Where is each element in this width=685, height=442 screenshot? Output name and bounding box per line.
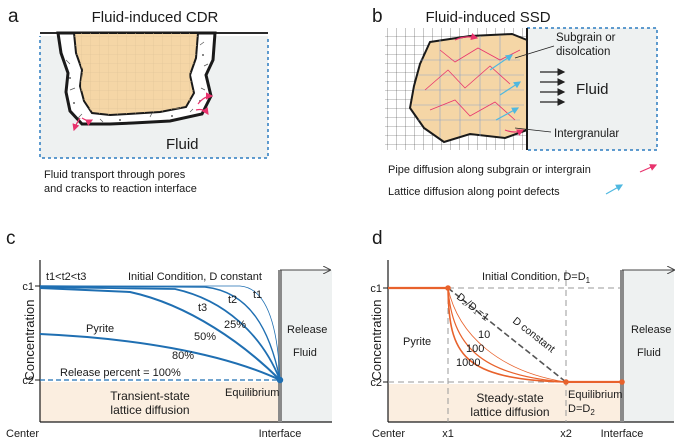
panel-b-letter: b (372, 6, 383, 27)
c-release: Release (287, 324, 327, 336)
c-release-percent: Release percent = 100% (60, 367, 181, 379)
pyrite-grid-a (74, 33, 198, 115)
d-steady-2: lattice diffusion (470, 405, 549, 419)
panel-b-fluid-label: Fluid (576, 81, 609, 98)
d-profile-1000 (447, 287, 567, 383)
legend-pipe-arrow (639, 164, 658, 173)
d-label-c2: c2 (370, 377, 382, 389)
c-label-c2: c2 (22, 375, 34, 387)
subgrain-leader (514, 45, 555, 59)
d-r1000: 1000 (456, 357, 480, 369)
lattice-arrows-b (489, 54, 522, 121)
c-p25: 25% (224, 319, 246, 331)
c-t3: t3 (198, 302, 207, 314)
legend-pipe-text: Pipe diffusion along subgrain or intergr… (388, 164, 591, 176)
c-profile-t2 (39, 285, 281, 381)
d-initial-condition: Initial Condition, D=D1 (482, 271, 591, 285)
c-profile-t1 (40, 285, 281, 381)
legend-lattice-text: Lattice diffusion along point defects (388, 186, 560, 198)
c-profile-t3 (39, 286, 281, 381)
d-x-center: Center (372, 428, 405, 440)
c-p50: 50% (194, 331, 216, 343)
subgrain-label-1: Subgrain or (556, 32, 616, 44)
panel-b-title: Fluid-induced SSD (425, 9, 550, 26)
d-r100: 100 (466, 343, 484, 355)
c-mineral: Pyrite (86, 323, 114, 335)
fluid-box-b (526, 27, 658, 151)
c-equilibrium: Equilibrium (225, 387, 279, 399)
panel-d-letter: d (372, 228, 383, 249)
c-p80: 80% (172, 350, 194, 362)
panel-a-caption-2: and cracks to reaction interface (44, 183, 197, 195)
d-point-x1 (445, 285, 451, 291)
pipe-arrows-b (454, 33, 525, 136)
d-constant-label: D constant (510, 315, 557, 355)
d-profile-100 (447, 287, 567, 383)
d-fluid: Fluid (637, 347, 661, 359)
rim-cracks (65, 41, 209, 123)
d-label-c1: c1 (370, 283, 382, 295)
d-r10: 10 (478, 329, 490, 341)
d-mineral: Pyrite (403, 336, 431, 348)
d-x2: x2 (560, 428, 572, 440)
flux-arrows-b (540, 68, 566, 106)
c-profile-80 (39, 333, 281, 381)
c-ylabel: Concentration (22, 300, 37, 381)
subgrain-label-2: disolcation (556, 46, 610, 58)
c-x-interface: Interface (259, 428, 302, 440)
c-t1: t1 (253, 289, 262, 301)
panel-a: a Fluid-induced CDR Fluid Fluid transpor… (8, 6, 270, 195)
c-transient-2: lattice diffusion (110, 403, 189, 417)
intergranular-label: Intergranular (554, 128, 619, 140)
d-x1: x1 (442, 428, 454, 440)
pyrite-grain-b (408, 32, 528, 144)
steady-zone (388, 384, 622, 422)
d-x-interface: Interface (601, 428, 644, 440)
panel-a-title: Fluid-induced CDR (92, 9, 219, 26)
d-equilibrium-d: D=D2 (568, 403, 595, 417)
d-point-x2 (563, 379, 569, 385)
panel-d: d c1 c2 Concentration Initial Condition,… (369, 228, 674, 440)
panel-b: b Fluid-induced SSD (372, 6, 658, 198)
panel-c-letter: c (6, 228, 16, 249)
panel-a-letter: a (8, 6, 19, 27)
pipe-diffusion-arrows-a (72, 92, 214, 132)
release-fluid-zone-c (282, 270, 332, 422)
d-steady-1: Steady-state (476, 391, 544, 405)
d-profile-10 (447, 287, 567, 383)
legend-lattice-arrow (605, 184, 624, 195)
c-fluid: Fluid (293, 347, 317, 359)
lattice-lines-b (413, 36, 524, 138)
d-release: Release (631, 324, 671, 336)
c-transient-1: Transient-state (110, 389, 190, 403)
d-ylabel: Concentration (369, 300, 384, 381)
panel-a-fluid-label: Fluid (166, 136, 199, 153)
d-profiles (388, 286, 622, 384)
c-time-order: t1<t2<t3 (46, 271, 86, 283)
panel-c: c c1 c2 Concentration t1<t2<t3 Initial C… (6, 228, 332, 440)
d-point-interface (619, 379, 625, 385)
c-profile-50 (39, 287, 281, 381)
c-label-c1: c1 (22, 281, 34, 293)
c-initial-condition: Initial Condition, D constant (128, 271, 262, 283)
d-profile-constant (447, 287, 567, 383)
c-equilibrium-point (276, 376, 284, 384)
transient-zone (40, 382, 280, 422)
d-equilibrium: Equilibrium (568, 389, 622, 401)
c-x-center: Center (6, 428, 39, 440)
c-t2: t2 (228, 294, 237, 306)
release-fluid-zone-d (624, 270, 674, 422)
c-profiles (39, 285, 281, 381)
panel-a-caption-1: Fluid transport through pores (44, 169, 186, 181)
intergranular-leader (514, 127, 552, 133)
